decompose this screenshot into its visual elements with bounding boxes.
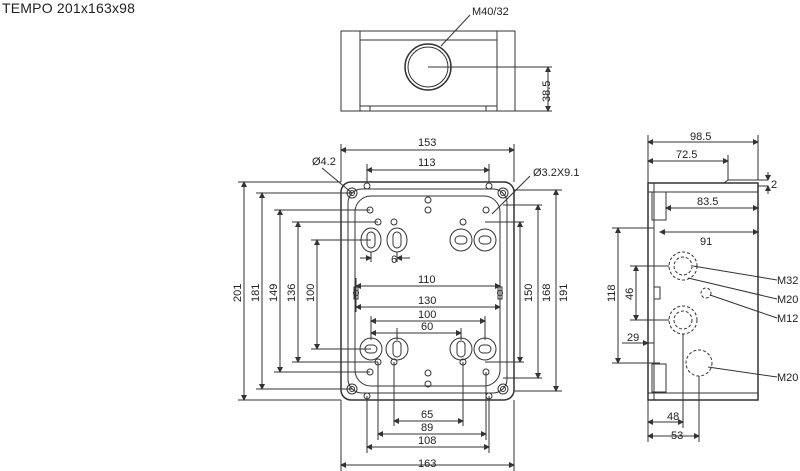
- thread-label-m40: M40/32: [472, 6, 509, 18]
- dim-153: 153: [418, 137, 436, 149]
- side-knockouts: [668, 251, 713, 377]
- dim-136: 136: [286, 284, 298, 302]
- dim-38-5: 38.5: [541, 81, 553, 102]
- thread-label-m12: M12: [777, 313, 798, 325]
- dim-100-vertical: 100: [305, 284, 317, 302]
- corner-holes: [346, 182, 509, 400]
- dim-113: 113: [418, 157, 436, 169]
- dim-60: 60: [421, 321, 433, 333]
- dim-100-horizontal: 100: [418, 309, 436, 321]
- hole-label-4-2: Ø4.2: [312, 156, 336, 168]
- dim-163: 163: [418, 458, 436, 470]
- knockouts: [359, 227, 497, 361]
- dim-83-5: 83.5: [697, 196, 718, 208]
- dim-2: 2: [771, 179, 777, 191]
- dim-118: 118: [606, 284, 618, 302]
- drawing-title: TEMPO 201x163x98: [2, 0, 136, 16]
- dim-48: 48: [667, 411, 679, 423]
- side-view: [612, 135, 778, 442]
- dim-150: 150: [523, 284, 535, 302]
- dim-89: 89: [421, 422, 433, 434]
- dim-181: 181: [250, 284, 262, 302]
- top-view-outline: [340, 30, 516, 112]
- side-view-outline: [647, 182, 759, 401]
- dim-53: 53: [671, 430, 683, 442]
- top-view: [340, 14, 552, 112]
- dim-98-5: 98.5: [690, 131, 711, 143]
- thread-label-m32: M32: [777, 275, 798, 287]
- dim-29: 29: [627, 332, 639, 344]
- dim-168: 168: [541, 284, 553, 302]
- dim-110: 110: [418, 274, 436, 286]
- dim-149: 149: [268, 284, 280, 302]
- dim-46: 46: [624, 288, 636, 300]
- front-view-outline: [340, 181, 515, 401]
- front-view: [238, 144, 562, 471]
- dim-108: 108: [418, 435, 436, 447]
- thread-label-m20-lower: M20: [777, 372, 798, 384]
- dim-91: 91: [700, 236, 712, 248]
- dim-65: 65: [421, 409, 433, 421]
- dim-6: 6: [391, 254, 397, 266]
- dim-72-5: 72.5: [676, 149, 697, 161]
- dim-201: 201: [232, 284, 244, 302]
- lid-seal: [347, 188, 508, 394]
- thread-label-m20-upper: M20: [777, 294, 798, 306]
- hole-label-3-2x9-1: Ø3.2X9.1: [533, 167, 579, 179]
- dim-191: 191: [558, 284, 570, 302]
- dim-130: 130: [418, 295, 436, 307]
